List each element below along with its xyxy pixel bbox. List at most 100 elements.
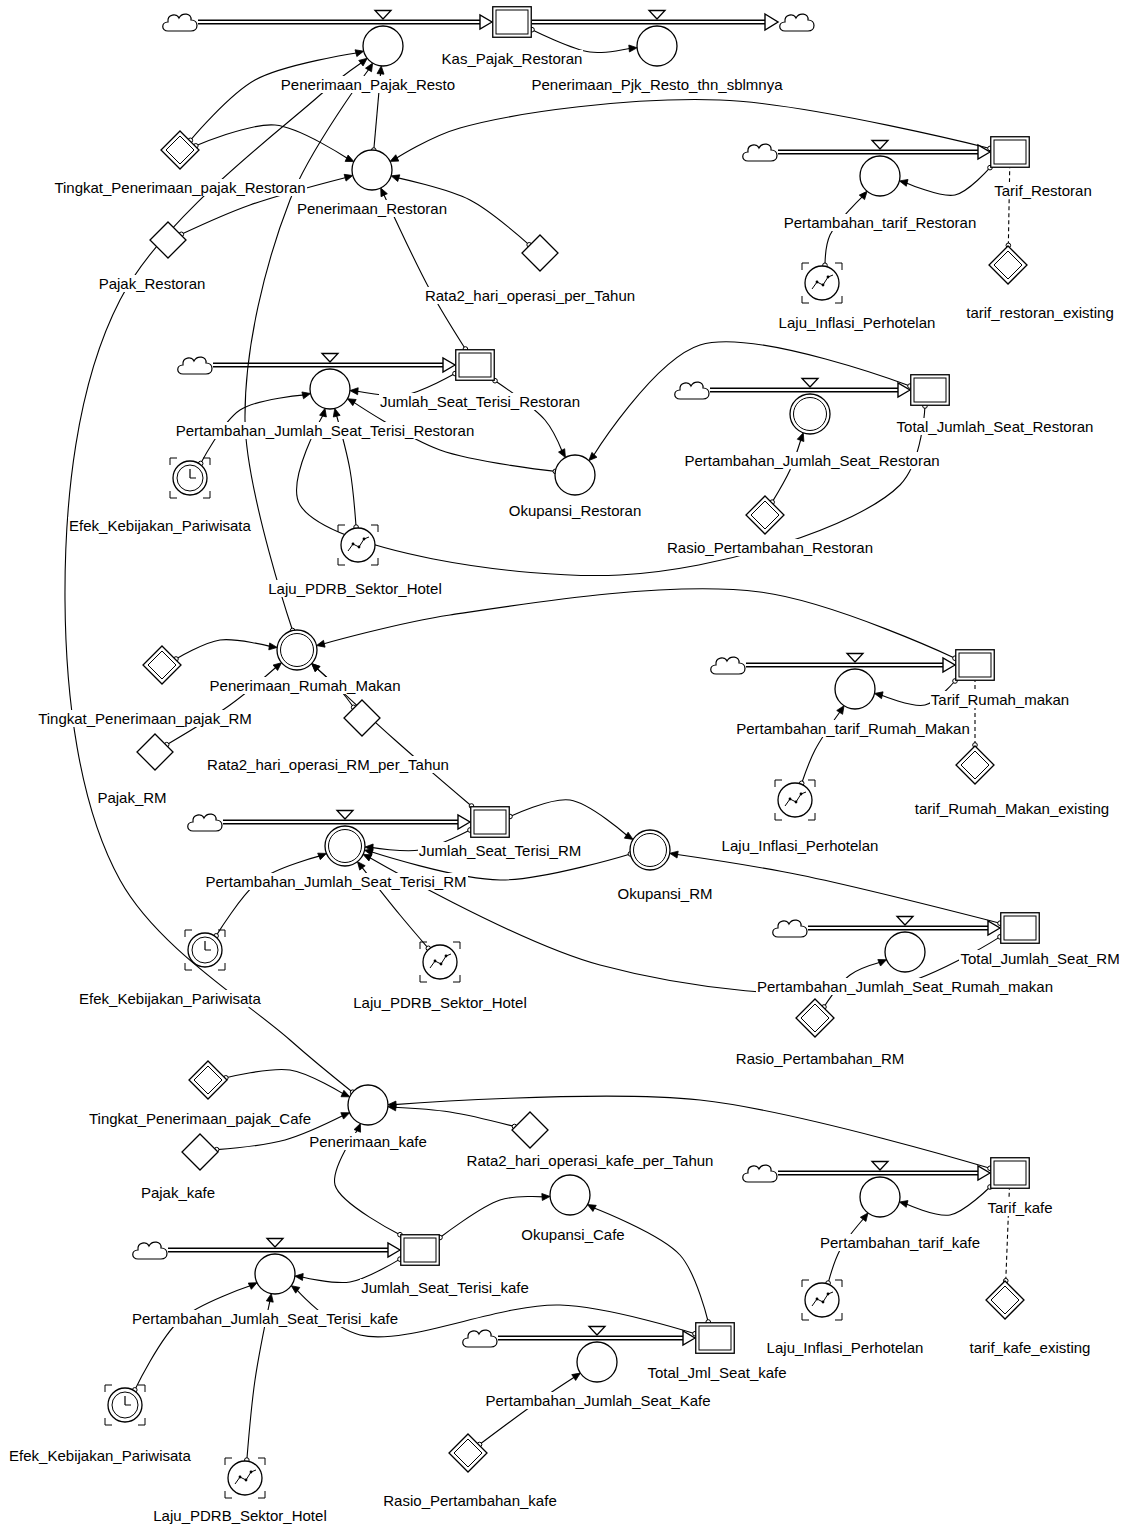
pipe-inner [330,364,443,366]
bracket-corners [338,525,378,565]
diamond-inner [166,136,194,164]
link-line [226,1069,344,1094]
graph-point [440,963,443,966]
auxiliary-circle-shape [347,1084,389,1126]
variable-label: Pertambahan_Jumlah_Seat_Terisi_RM [205,873,468,890]
link-arrowhead [899,1201,908,1208]
diamond-inner [961,751,989,779]
graph-auxiliary-shape [773,778,817,822]
link-arrowhead [589,452,597,460]
variable-label: Penerimaan_Pajak_Resto [280,76,456,93]
pipe-outer [213,363,330,368]
pipe-outer [597,1336,683,1341]
variable-label: Pajak_kafe [140,1184,216,1201]
variable-label: Okupansi_Restoran [508,502,643,519]
pipe-outer [710,388,810,393]
pipe-inner [498,1337,597,1339]
variable-label: Pertambahan_Jumlah_Seat_Terisi_Restoran [175,422,476,439]
variable-label: Efek_Kebijakan_Pariwisata [78,990,262,1007]
variable-label: Rasio_Pertambahan_RM [735,1050,905,1067]
information-link [188,50,364,143]
link-arrowhead [572,1373,581,1380]
graph-curve [235,1470,256,1484]
time-auxiliary: Efek_Kebijakan_Pariwisata [168,456,212,500]
flow-pipe [345,815,470,829]
link-line [495,381,563,452]
variable-label: Penerimaan_Restoran [296,200,448,217]
diamond-inner [194,1066,222,1094]
diamond-inner [454,1439,482,1467]
link-line [394,1096,990,1168]
bracket-corners [802,263,842,303]
graph-point [789,798,792,801]
link-arrowhead [266,1294,273,1303]
variable-label: Laju_PDRB_Sektor_Hotel [152,1507,327,1524]
diamond-inner [751,501,779,529]
graph-auxiliary-shape [223,1456,267,1500]
flow-valve: Pertambahan_Jumlah_Seat_Terisi_RM [323,810,367,868]
stock-inner [1004,916,1036,940]
level-constant-diamond: tarif_kafe_existing [985,1280,1025,1320]
clock-hands [190,469,196,478]
pipe-inner [778,151,880,153]
graph-auxiliary: Laju_Inflasi_Perhotelan [773,778,817,822]
clouds [133,14,814,1347]
stock-box: Total_Jml_Seat_kafe [695,1322,735,1354]
level-constant-diamond: Tingkat_Penerimaan_pajak_Cafe [188,1060,228,1100]
link-arrowhead [295,1273,303,1280]
variable-label: Efek_Kebijakan_Pariwisata [8,1447,192,1464]
variable-label: Tarif_Restoran [993,182,1093,199]
diamond-outline [522,235,558,271]
stock-outer [1001,913,1040,944]
pipe-outer [275,1248,388,1253]
link-line [383,193,465,349]
constant-diamond-shape [136,733,174,771]
diamond-outline [182,1134,218,1170]
information-link [388,1104,517,1129]
flow-pipe [810,383,910,397]
stock-box-shape [910,374,950,406]
cloud-symbol [773,920,807,937]
link-arrowhead [860,1213,868,1221]
link-arrowhead [344,174,353,181]
pipe-outer [746,663,855,668]
pipe-arrowhead [978,145,990,159]
initial-value-link [1006,168,1011,248]
graph-curve [785,792,806,806]
link-line [510,800,628,836]
flow-valve: Pertambahan_tarif_kafe [858,1161,902,1219]
link-arrowhead [316,640,325,647]
information-link [390,100,992,162]
stock-outer [471,807,510,838]
graph-curve [430,954,451,968]
valve-triangle [322,354,338,363]
valve-triangle [872,1162,888,1171]
link-arrowhead [269,643,277,650]
link-arrowhead [312,664,320,672]
information-link [799,706,844,786]
stock-box: Kas_Pajak_Restoran [492,6,532,38]
flow-valve-shape [635,10,679,68]
variable-label: Rata2_hari_operasi_RM_per_Tahun [206,756,450,773]
variable-label: Rata2_hari_operasi_per_Tahun [424,287,636,304]
pipe-inner [710,389,810,391]
information-link [670,851,1003,925]
link-line [593,342,910,456]
link-arrowhead [899,179,908,186]
variable-label: Total_Jumlah_Seat_Restoran [896,418,1095,435]
pipe-outer [168,1248,275,1253]
pipe-inner [855,664,943,666]
auxiliary-circle-shape [549,1174,591,1216]
stock-inner [496,10,528,34]
pipe-outer [657,20,765,25]
stock-outer [911,375,950,406]
variable-label: Pertambahan_Jumlah_Seat_Restoran [683,452,940,469]
constant-diamond: Pajak_kafe [181,1133,219,1171]
variable-label: tarif_kafe_existing [969,1339,1092,1356]
variable-label: Penerimaan_kafe [308,1133,428,1150]
constant-diamond: Rata2_hari_operasi_kafe_per_Tahun [511,1111,549,1149]
link-arrowhead [390,155,399,162]
variable-label: Laju_PDRB_Sektor_Hotel [352,994,527,1011]
graph-auxiliary-shape [418,940,462,984]
